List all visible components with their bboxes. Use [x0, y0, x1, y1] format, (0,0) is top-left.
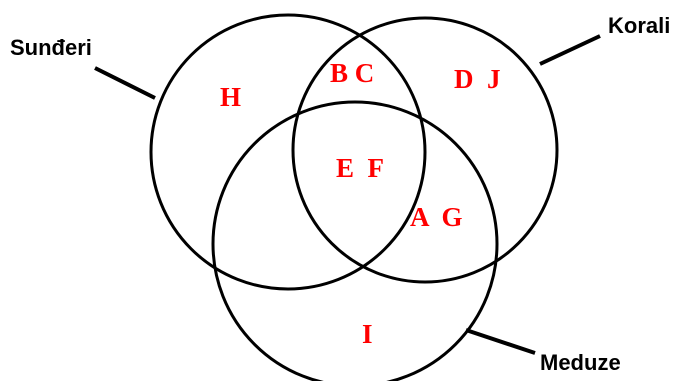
region-meduze-only: I — [362, 319, 373, 349]
region-korali-meduze: A G — [410, 202, 463, 232]
label-meduze: Meduze — [540, 350, 621, 375]
region-sundjeri-korali: B C — [330, 58, 374, 88]
circle-korali — [291, 16, 559, 284]
leader-meduze — [465, 328, 536, 355]
circle-meduze — [211, 100, 499, 381]
circle-sundjeri — [149, 13, 427, 291]
region-sundjeri-only: H — [220, 82, 241, 112]
region-korali-only: D J — [454, 64, 501, 94]
label-korali: Korali — [608, 13, 670, 38]
label-sundjeri: Sunđeri — [10, 35, 92, 60]
leader-korali — [539, 34, 601, 66]
region-all-three: E F — [336, 153, 384, 183]
leader-sundjeri — [94, 66, 156, 100]
